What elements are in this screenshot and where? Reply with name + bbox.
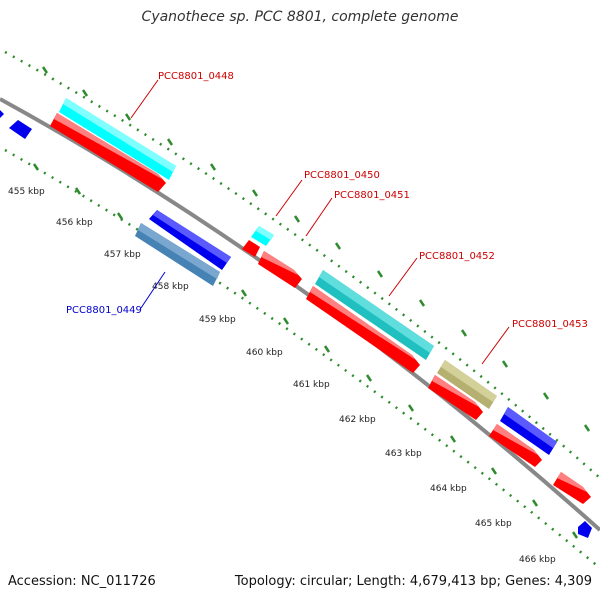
gene-feature-0448-cyan[interactable] [59, 98, 176, 180]
callout-line-0452 [388, 257, 418, 297]
gene-feature-far-right-red[interactable] [553, 472, 591, 504]
gene-feature-0453-khaki[interactable] [437, 360, 497, 409]
tick-label: 455 kbp [8, 187, 45, 197]
callout-line-0450 [275, 179, 303, 217]
gene-feature-0448-red[interactable] [50, 113, 166, 192]
gene-feature-0449-blue[interactable] [149, 210, 231, 270]
page-title: Cyanothece sp. PCC 8801, complete genome [141, 9, 459, 25]
callout-line-0448 [130, 79, 159, 119]
gene-label-0450[interactable]: PCC8801_0450 [304, 170, 380, 181]
gene-feature-tiny-blue-bottom[interactable] [578, 521, 592, 538]
tick-label: 463 kbp [385, 449, 422, 459]
gene-label-0448[interactable]: PCC8801_0448 [158, 71, 234, 82]
tick-label: 458 kbp [152, 282, 189, 292]
tick-label: 456 kbp [56, 218, 93, 228]
gene-label-0452[interactable]: PCC8801_0452 [419, 251, 495, 262]
gene-feature-right-blue[interactable] [500, 407, 557, 455]
gene-feature-0451-red[interactable] [258, 251, 302, 288]
gene-feature-0449-steel[interactable] [135, 223, 220, 286]
gene-feature-0452-red[interactable] [306, 286, 420, 373]
callout-line-0453 [481, 326, 510, 365]
gene-label-0451[interactable]: PCC8801_0451 [334, 190, 410, 201]
tick-label: 459 kbp [199, 315, 236, 325]
accession-text: Accession: NC_011726 [8, 574, 156, 589]
gene-feature-right-red[interactable] [489, 424, 542, 467]
gene-label-0449[interactable]: PCC8801_0449 [66, 305, 142, 316]
tick-label: 464 kbp [430, 484, 467, 494]
tick-label: 460 kbp [246, 348, 283, 358]
tick-label: 462 kbp [339, 415, 376, 425]
gene-feature-0450-red[interactable] [242, 240, 260, 257]
outer-major-ticks [41, 66, 591, 432]
genome-backbone [0, 97, 600, 532]
callout-line-0451 [305, 197, 333, 237]
gene-feature-0453-red[interactable] [428, 375, 483, 420]
outer-scale-line [4, 50, 600, 479]
genome-summary-text: Topology: circular; Length: 4,679,413 bp… [234, 574, 592, 589]
tick-label: 465 kbp [475, 519, 512, 529]
inner-scale-line [4, 148, 600, 569]
callout-line-0449 [140, 271, 166, 309]
gene-feature-0450-cyan[interactable] [251, 226, 274, 246]
tick-label: 457 kbp [104, 250, 141, 260]
tick-label: 466 kbp [519, 555, 556, 565]
inner-major-ticks [32, 163, 579, 539]
tick-label: 461 kbp [293, 380, 330, 390]
gene-label-0453[interactable]: PCC8801_0453 [512, 319, 588, 330]
gene-feature-tiny-blue-edge[interactable] [0, 110, 4, 118]
gene-feature-0452-teal[interactable] [315, 270, 434, 360]
gene-feature-small-blue-left[interactable] [9, 120, 32, 139]
